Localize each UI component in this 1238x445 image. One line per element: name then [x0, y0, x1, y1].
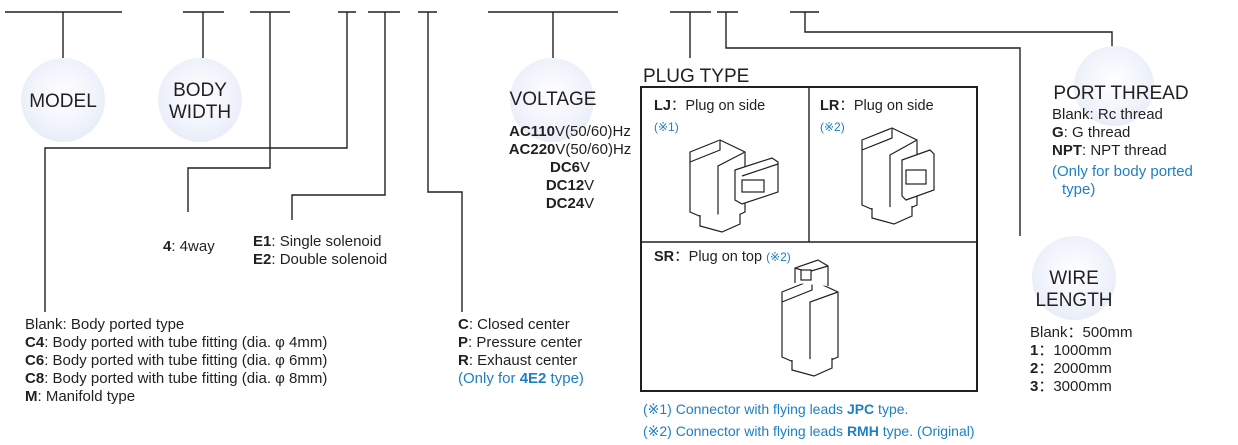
solenoid-e2: E2: Double solenoid	[253, 251, 388, 268]
wire-length-options: Blank：500mm 1：1000mm 2：2000mm 3：3000mm	[1030, 324, 1133, 396]
lj-option: LJ：Plug on side	[654, 98, 766, 114]
wire-length-1: 1：1000mm	[1030, 342, 1112, 359]
center-r: R: Exhaust center	[458, 352, 578, 369]
solenoid-e1: E1: Single solenoid	[253, 233, 382, 250]
model-bubble	[21, 58, 105, 142]
center-c: C: Closed center	[458, 316, 570, 333]
wire-length-2: 2：2000mm	[1030, 360, 1112, 377]
port-thread-options: Blank: Rc thread G: G thread NPT: NPT th…	[1052, 106, 1193, 199]
center-note: (Only for 4E2 type)	[458, 370, 584, 387]
port-thread-note-2: type)	[1062, 181, 1096, 198]
body-width-label: BODY WIDTH	[150, 80, 250, 124]
wire-length-bubble	[1032, 236, 1116, 320]
sr-ref: (※2)	[766, 250, 791, 264]
body-width-line2: WIDTH	[168, 102, 232, 123]
center-p: P: Pressure center	[458, 334, 583, 351]
port-thread-npt: NPT: NPT thread	[1052, 142, 1167, 159]
wire-length-line2: LENGTH	[1035, 290, 1113, 311]
voltage-label: VOLTAGE	[509, 89, 597, 110]
footnote-1: (※1) Connector with flying leads JPC typ…	[643, 401, 909, 417]
wire-length-line1: WIRE	[1049, 268, 1099, 289]
lr-plug-drawing	[861, 127, 935, 225]
voltage-option: DC24V	[545, 195, 595, 212]
port-thread-g: G: G thread	[1052, 124, 1131, 141]
lr-option: LR：Plug on side	[820, 98, 934, 114]
port-type-m: M: Manifold type	[25, 388, 136, 405]
voltage-option: DC6V	[549, 159, 591, 176]
port-thread-blank: Blank: Rc thread	[1052, 106, 1163, 123]
voltage-bubble	[510, 58, 594, 142]
port-thread-note-1: (Only for body ported	[1052, 163, 1193, 180]
lj-plug-drawing	[689, 139, 779, 233]
port-type-blank: Blank: Body ported type	[25, 316, 185, 333]
port-type-options: Blank: Body ported type C4: Body ported …	[25, 316, 327, 406]
body-width-bubble	[158, 58, 242, 142]
voltage-option: AC110V(50/60)Hz	[509, 123, 631, 140]
body-width-line1: BODY	[173, 80, 227, 101]
way-option: 4: 4way	[163, 238, 215, 255]
port-type-c6: C6: Body ported with tube fitting (dia. …	[25, 352, 328, 369]
port-thread-label: PORT THREAD	[1053, 83, 1189, 104]
voltage-options: AC110V(50/60)Hz AC220V(50/60)Hz DC6V DC1…	[478, 123, 662, 213]
model-label: MODEL	[29, 91, 97, 112]
sr-plug-drawing	[781, 259, 839, 377]
voltage-option: DC12V	[545, 177, 595, 194]
port-type-c4: C4: Body ported with tube fitting (dia. …	[25, 334, 328, 351]
port-type-c8: C8: Body ported with tube fitting (dia. …	[25, 370, 328, 387]
wire-length-label: WIRE LENGTH	[1020, 268, 1128, 312]
sr-option: SR：Plug on top (※2)	[654, 249, 791, 265]
lj-ref: (※1)	[654, 120, 679, 134]
wire-length-blank: Blank：500mm	[1030, 324, 1133, 341]
plug-type-label: PLUG TYPE	[643, 66, 750, 87]
port-thread-bubble	[1074, 46, 1154, 126]
solenoid-options: E1: Single solenoid E2: Double solenoid	[253, 233, 387, 269]
footnote-2: (※2) Connector with flying leads RMH typ…	[643, 423, 975, 439]
wire-length-3: 3：3000mm	[1030, 378, 1112, 395]
voltage-option: AC220V(50/60)Hz	[508, 141, 632, 158]
lr-ref: (※2)	[820, 120, 845, 134]
center-options: C: Closed center P: Pressure center R: E…	[458, 316, 584, 388]
